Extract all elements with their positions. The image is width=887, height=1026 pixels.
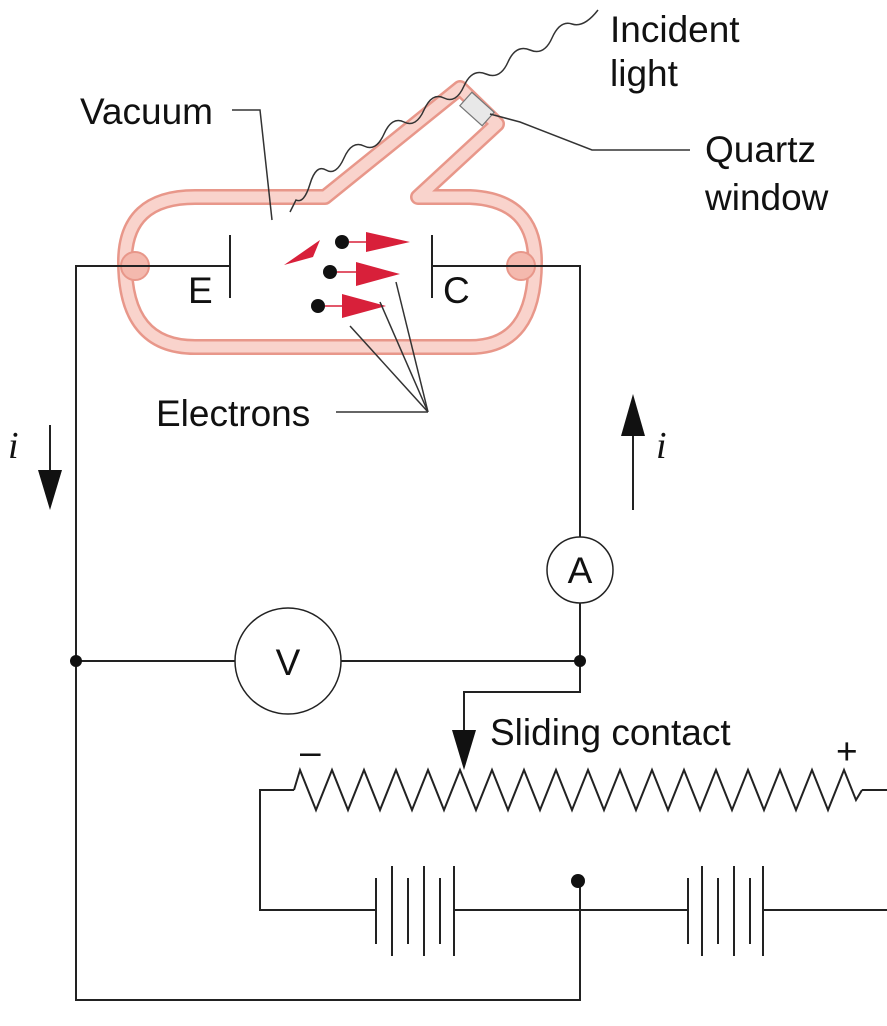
electrons-group bbox=[311, 232, 410, 318]
electron-dot bbox=[335, 235, 349, 249]
sliding-contact-arrow bbox=[452, 730, 476, 770]
junction-dot bbox=[571, 874, 585, 888]
electrons-leader-1 bbox=[395, 281, 429, 413]
collector-label: C bbox=[443, 270, 470, 311]
ammeter-label: A bbox=[568, 550, 593, 591]
electron-arrow bbox=[356, 262, 400, 286]
wire-resistor-left bbox=[259, 789, 376, 911]
battery-left bbox=[375, 866, 455, 956]
electrons-leader-2 bbox=[379, 301, 429, 413]
vacuum-leader bbox=[232, 109, 273, 221]
rheostat-resistor bbox=[293, 766, 863, 813]
electron-dot bbox=[311, 299, 325, 313]
ammeter bbox=[546, 536, 614, 604]
electron-arrow bbox=[342, 294, 386, 318]
battery-right bbox=[687, 866, 764, 956]
current-right-label: i bbox=[656, 425, 667, 467]
current-left-arrowhead bbox=[38, 470, 62, 510]
vacuum-label: Vacuum bbox=[80, 91, 213, 132]
incident-light-wave bbox=[289, 9, 599, 213]
circuit-wires bbox=[75, 265, 887, 1001]
electrons-leader-3 bbox=[349, 325, 429, 413]
quartz-window-label-line1: Quartz bbox=[705, 129, 816, 170]
electrons-label: Electrons bbox=[156, 393, 310, 434]
junction-dot bbox=[574, 655, 586, 667]
electron-arrow bbox=[366, 232, 410, 252]
wire-emitter bbox=[75, 265, 581, 1001]
emitter-label: E bbox=[188, 270, 213, 311]
minus-label: – bbox=[300, 731, 321, 772]
voltmeter bbox=[234, 607, 342, 715]
incident-light-label-line1: Incident bbox=[610, 9, 740, 50]
current-right-arrowhead bbox=[621, 394, 645, 436]
current-left-label: i bbox=[8, 425, 19, 467]
wire-ammeter-junction bbox=[463, 603, 581, 732]
incident-light-label-line2: light bbox=[610, 53, 679, 94]
quartz-leader bbox=[489, 113, 690, 151]
voltmeter-label: V bbox=[276, 642, 301, 683]
electron-dot bbox=[323, 265, 337, 279]
plus-label: + bbox=[836, 731, 858, 772]
quartz-window bbox=[458, 91, 496, 127]
junction-dot bbox=[70, 655, 82, 667]
sliding-contact-label: Sliding contact bbox=[490, 712, 731, 753]
quartz-window-label-line2: window bbox=[704, 177, 829, 218]
light-arrow-red bbox=[284, 240, 320, 265]
wire-collector bbox=[432, 265, 581, 537]
tube-body-inner bbox=[119, 82, 541, 353]
